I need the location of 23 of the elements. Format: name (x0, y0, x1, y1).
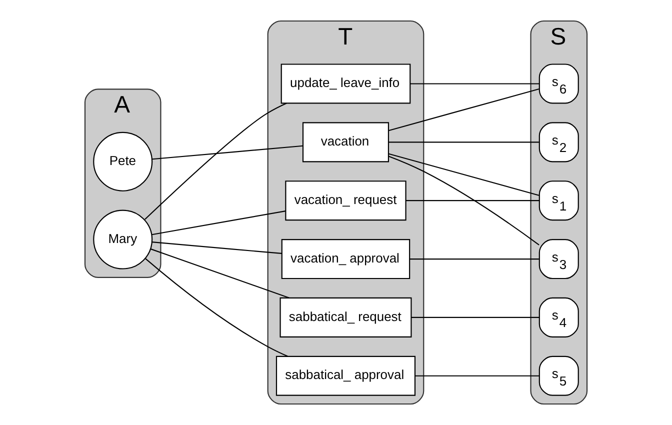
connector (388, 142, 539, 143)
node-box: vacation_ request (285, 180, 406, 221)
node-box: update_ leave_info (280, 64, 411, 104)
connector (152, 242, 282, 254)
connector (411, 316, 540, 318)
connector (152, 210, 286, 236)
connector (145, 258, 288, 357)
connector (410, 83, 539, 84)
connector (144, 102, 287, 220)
connector (152, 145, 303, 160)
connector (388, 153, 540, 196)
node-box: sabbatical_ approval (276, 356, 416, 396)
connector (406, 200, 540, 202)
node-circle: Mary (93, 210, 153, 270)
connector (388, 156, 540, 246)
connector (415, 375, 539, 376)
node-circle: Pete (93, 132, 153, 192)
connector (410, 258, 539, 260)
node-box: sabbatical_ request (280, 297, 412, 338)
connector (150, 248, 290, 298)
connector (388, 88, 540, 132)
node-box: vacation (302, 122, 390, 162)
node-box: vacation_ approval (281, 239, 410, 280)
